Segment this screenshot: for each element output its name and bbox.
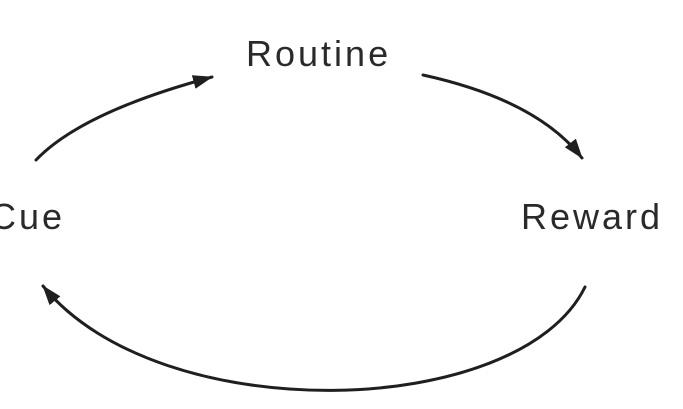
node-label-cue: Cue	[0, 196, 66, 237]
arrow-reward-to-cue	[41, 284, 587, 392]
arrow-routine-to-reward	[421, 73, 584, 160]
node-label-reward: Reward	[521, 196, 664, 237]
arrow-cue-to-routine	[34, 75, 214, 162]
node-label-routine: Routine	[246, 33, 392, 74]
